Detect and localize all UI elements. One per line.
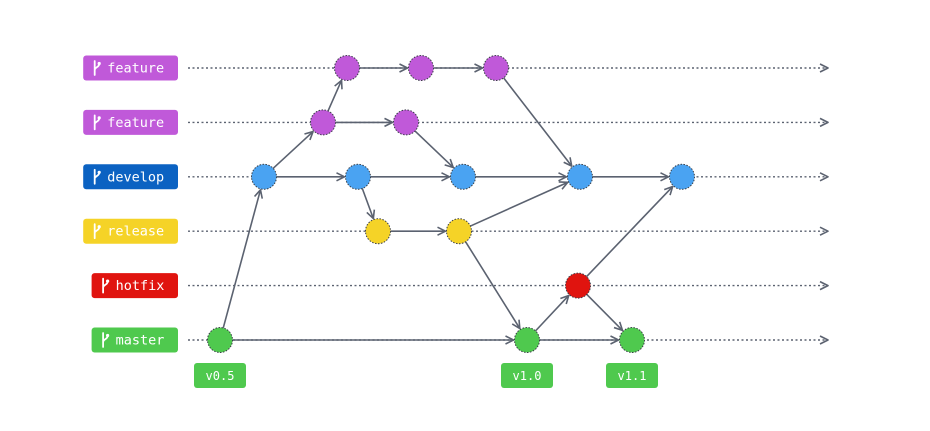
edge-f2a-f1a xyxy=(327,79,343,112)
version-tag-text: v1.1 xyxy=(618,369,647,383)
git-branch-icon xyxy=(102,277,110,294)
git-branch-icon xyxy=(93,114,101,131)
version-tag-text: v1.0 xyxy=(513,369,542,383)
branch-label-feature-2: feature xyxy=(83,109,178,135)
edge-h1-d5 xyxy=(586,185,674,278)
edge-r2-d4 xyxy=(470,181,569,227)
edge-h1-m3 xyxy=(586,293,624,332)
git-branch-icon xyxy=(93,60,101,76)
commit-node-f2a[interactable] xyxy=(310,109,336,136)
commit-node-f2b[interactable] xyxy=(393,109,419,136)
commit-node-m2[interactable] xyxy=(514,327,540,353)
branch-label-text: develop xyxy=(107,169,164,185)
git-branch-icon xyxy=(93,223,101,240)
branch-label-release: release xyxy=(83,218,178,244)
edge-f1c-d4 xyxy=(503,77,573,167)
branch-labels: feature feature develop release hotfix master xyxy=(83,55,178,353)
commit-node-d3[interactable] xyxy=(450,163,476,190)
commit-nodes xyxy=(207,55,695,353)
commit-node-m1[interactable] xyxy=(207,327,233,353)
version-tag-v1.1: v1.1 xyxy=(606,363,658,388)
branch-label-text: hotfix xyxy=(116,278,165,294)
commit-node-f1b[interactable] xyxy=(408,55,434,81)
edge-f2b-d3 xyxy=(414,130,455,169)
commit-node-m3[interactable] xyxy=(619,327,645,353)
git-branch-icon xyxy=(93,168,101,185)
version-tag-text: v0.5 xyxy=(206,369,235,383)
branch-label-feature-1: feature xyxy=(83,55,178,81)
branch-label-text: feature xyxy=(107,61,164,77)
git-branch-icon xyxy=(102,332,110,348)
branch-label-text: release xyxy=(107,224,164,240)
branch-label-master: master xyxy=(91,327,178,353)
branch-label-develop: develop xyxy=(83,164,178,190)
branch-label-text: master xyxy=(116,333,165,349)
branch-label-hotfix: hotfix xyxy=(91,273,178,299)
edge-m1-d1 xyxy=(222,189,264,329)
version-tags: v0.5 v1.0 v1.1 xyxy=(194,363,658,388)
version-tag-v1.0: v1.0 xyxy=(501,363,553,388)
branch-lanes xyxy=(188,63,829,345)
edge-m2-h1 xyxy=(534,294,570,332)
commit-node-d1[interactable] xyxy=(251,163,277,190)
commit-node-d2[interactable] xyxy=(345,163,371,190)
branch-label-text: feature xyxy=(107,115,164,131)
commit-node-f1c[interactable] xyxy=(483,55,509,81)
commit-node-d5[interactable] xyxy=(669,163,695,190)
commit-node-f1a[interactable] xyxy=(334,55,360,81)
commit-node-r2[interactable] xyxy=(446,218,472,245)
edge-d1-f2a xyxy=(272,130,314,169)
commit-node-r1[interactable] xyxy=(365,218,391,245)
edge-r2-m2 xyxy=(464,241,521,330)
commit-node-d4[interactable] xyxy=(567,163,593,190)
commit-edges xyxy=(222,63,674,345)
commit-node-h1[interactable] xyxy=(565,272,591,299)
edge-d2-r1 xyxy=(361,188,376,220)
version-tag-v0.5: v0.5 xyxy=(194,363,246,388)
